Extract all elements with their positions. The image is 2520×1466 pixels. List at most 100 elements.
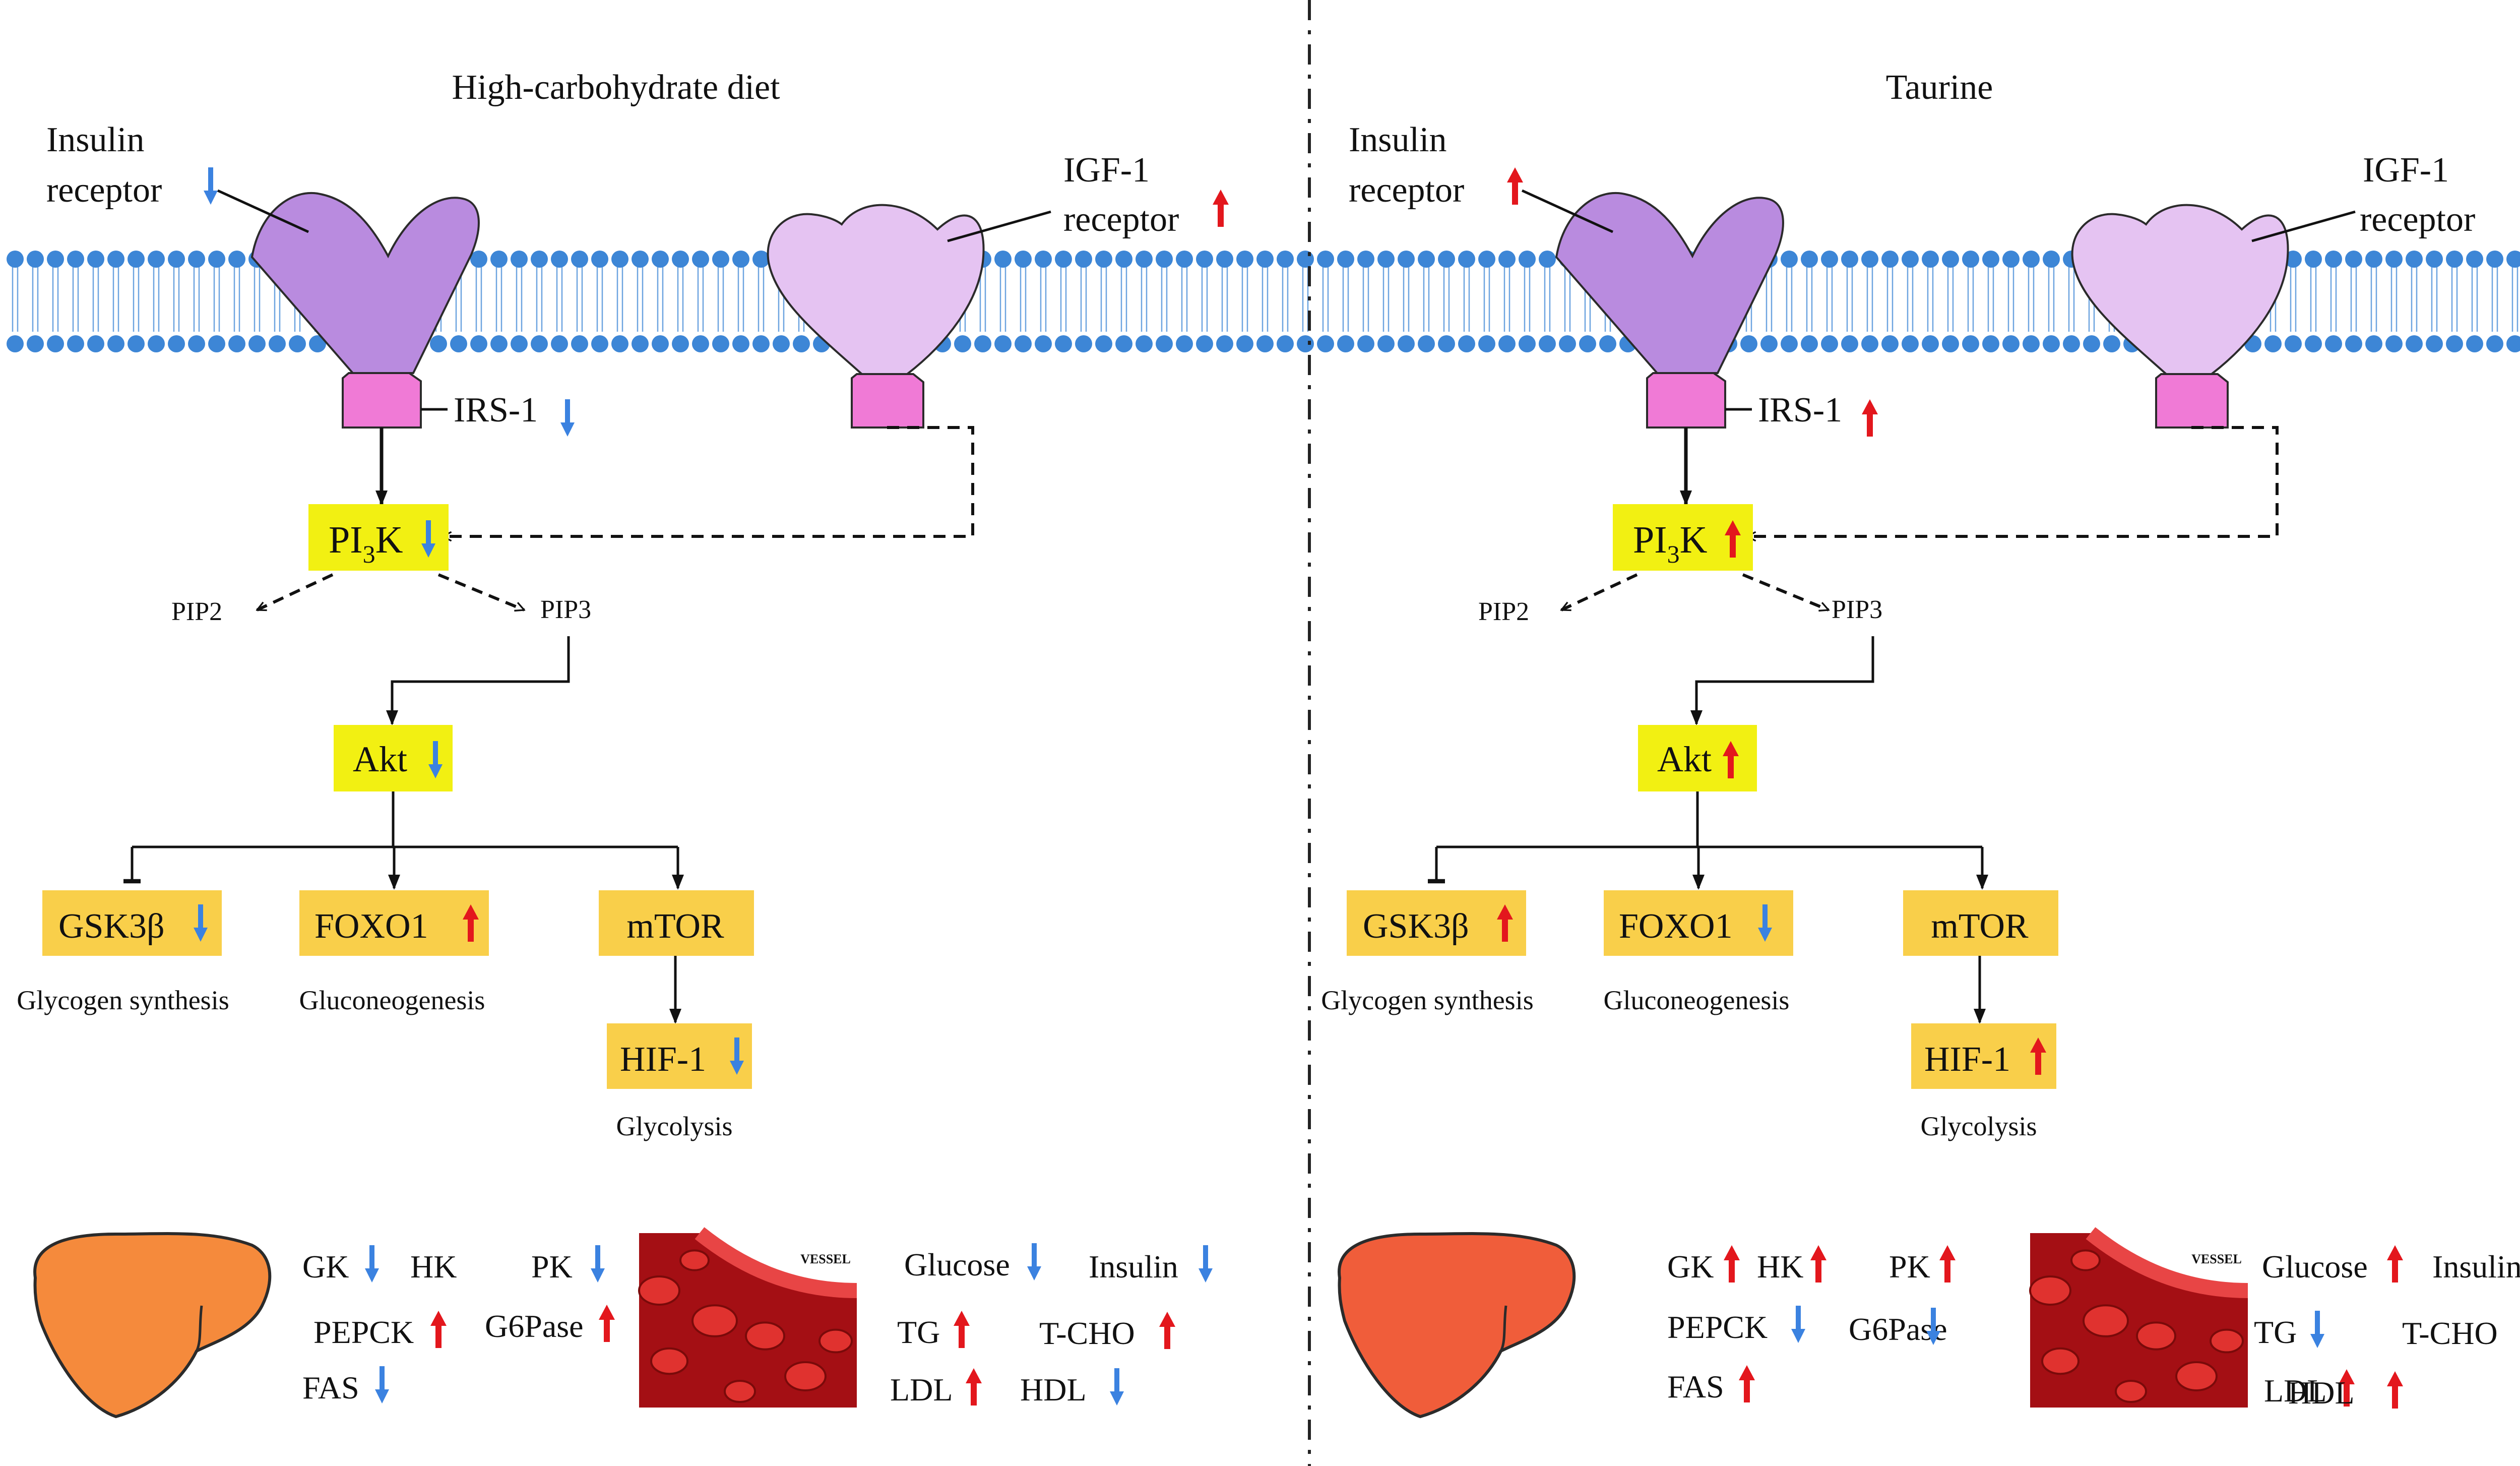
akt-node: Akt — [1638, 725, 1757, 791]
liver-marker-fas-arrow-down-icon — [375, 1366, 389, 1403]
blood-marker-tg-arrow-down-icon — [2310, 1311, 2324, 1348]
hif1-box — [1911, 1023, 2056, 1089]
arrow-head — [2387, 1245, 2403, 1260]
arrow-head — [2310, 1334, 2324, 1348]
pi3k-node: PI3K — [308, 504, 449, 571]
igf1-receptor-pointer — [947, 210, 1051, 242]
lipid-head — [2285, 335, 2302, 352]
lipid-head — [511, 251, 528, 268]
blood-marker-tg-label: TG — [2254, 1314, 2297, 1350]
lipid-head — [1236, 251, 1253, 268]
pi3k-to-pip3-arrow — [1742, 573, 1829, 610]
liver-icon — [33, 1232, 272, 1419]
liver-marker-g6pase-arrow-up-icon — [599, 1305, 615, 1342]
akt-label: Akt — [1657, 739, 1712, 779]
lipid-head — [1962, 335, 1979, 352]
lipid-head — [228, 251, 245, 268]
insulin-receptor-label: Insulin — [1349, 120, 1446, 159]
lipid-head — [1337, 251, 1354, 268]
arrow-head — [1507, 167, 1523, 182]
lipid-head — [1377, 251, 1395, 268]
arrow-head — [1497, 904, 1513, 920]
gsk3b-box — [42, 890, 222, 956]
lipid-head — [1861, 335, 1878, 352]
red-blood-cell — [2041, 1347, 2080, 1375]
lipid-head — [672, 251, 689, 268]
igf1-receptor-label: IGF-1 — [1063, 151, 1150, 190]
arrow-head — [591, 1268, 605, 1282]
lipid-head — [1398, 335, 1415, 352]
lipid-head — [1478, 251, 1495, 268]
foxo1-arrow-up-icon — [463, 904, 479, 942]
hif1-box — [607, 1023, 752, 1089]
lipid-head — [2486, 335, 2503, 352]
lipid-head — [2043, 251, 2060, 268]
lipid-head — [591, 251, 608, 268]
liver-marker-gk-arrow-down-icon — [365, 1245, 379, 1282]
mtor-node: mTOR — [1903, 890, 2058, 956]
hif1-arrow-down-icon — [730, 1037, 744, 1075]
lipid-head — [1095, 251, 1112, 268]
igf1-receptor-label: IGF-1 — [2363, 151, 2449, 190]
arrow-head — [1862, 399, 1878, 414]
lipid-head — [1821, 251, 1838, 268]
blood-marker-ldl-label: LDL — [890, 1372, 953, 1408]
lipid-head — [2083, 335, 2100, 352]
lipid-head — [2406, 251, 2423, 268]
pip3-label: PIP3 — [1832, 595, 1882, 624]
blood-marker-glucose-label: Glucose — [2262, 1249, 2368, 1285]
lipid-head — [1055, 251, 1072, 268]
lipid-head — [1357, 251, 1374, 268]
lipid-head — [1821, 335, 1838, 352]
lipid-head — [1115, 335, 1132, 352]
lipid-head — [470, 251, 487, 268]
gsk3b-node: GSK3β — [42, 890, 222, 956]
blood-marker-tg-label: TG — [897, 1314, 940, 1350]
lipid-head — [1136, 251, 1153, 268]
blood-marker-hdl-label: HDL — [2288, 1375, 2355, 1411]
lipid-head — [1216, 251, 1233, 268]
arrow-head — [463, 904, 479, 920]
blood-marker-ldl-label: LDL — [2264, 1373, 2326, 1409]
lipid-head — [1559, 335, 1576, 352]
panel-title: Taurine — [1886, 68, 1993, 107]
lipid-head — [2486, 251, 2503, 268]
lipid-head — [793, 335, 810, 352]
arrow-head — [1739, 1365, 1755, 1380]
lipid-head — [1519, 251, 1536, 268]
lipid-head — [632, 335, 649, 352]
lipid-head — [2385, 335, 2403, 352]
insulin-receptor-icon — [250, 192, 480, 429]
lipid-head — [2305, 335, 2322, 352]
blood-vessel-icon: VESSEL — [2029, 1227, 2248, 1408]
lipid-head — [1317, 251, 1334, 268]
lipid-head — [47, 335, 64, 352]
panel-taurine: TaurineInsulinreceptorIGF-1receptorIRS-1… — [1321, 68, 2520, 1419]
akt-node: Akt — [334, 725, 453, 791]
panel-high-carbohydrate: High-carbohydrate dietInsulinreceptorIGF… — [17, 68, 1229, 1419]
vessel-outside — [700, 1233, 857, 1291]
lipid-head — [531, 335, 548, 352]
liver-marker-pk-label: PK — [531, 1249, 573, 1285]
red-blood-cell — [2136, 1321, 2176, 1351]
lipid-head — [470, 335, 487, 352]
insulin-receptor-arrow-down-icon — [204, 167, 218, 205]
lipid-head — [27, 251, 44, 268]
lipid-head — [773, 335, 790, 352]
lipid-head — [571, 335, 588, 352]
liver-marker-pepck-label: PEPCK — [313, 1314, 414, 1350]
lipid-head — [712, 335, 729, 352]
arrow-head — [194, 928, 208, 942]
lipid-head — [1881, 335, 1899, 352]
red-blood-cell — [2175, 1361, 2218, 1391]
glycolysis-label: Glycolysis — [616, 1111, 732, 1141]
red-blood-cell — [724, 1380, 756, 1403]
red-blood-cell — [2115, 1380, 2147, 1403]
pip2-label: PIP2 — [171, 597, 222, 626]
gluconeogenesis-label: Gluconeogenesis — [299, 985, 485, 1015]
blood-marker-t-cho-label: T-CHO — [1039, 1315, 1135, 1351]
mtor-label: mTOR — [1931, 907, 2028, 946]
blood-marker-hdl-label: HDL — [1020, 1372, 1087, 1408]
pi3k-node: PI3K — [1613, 504, 1753, 571]
arrow-head — [599, 1305, 615, 1320]
